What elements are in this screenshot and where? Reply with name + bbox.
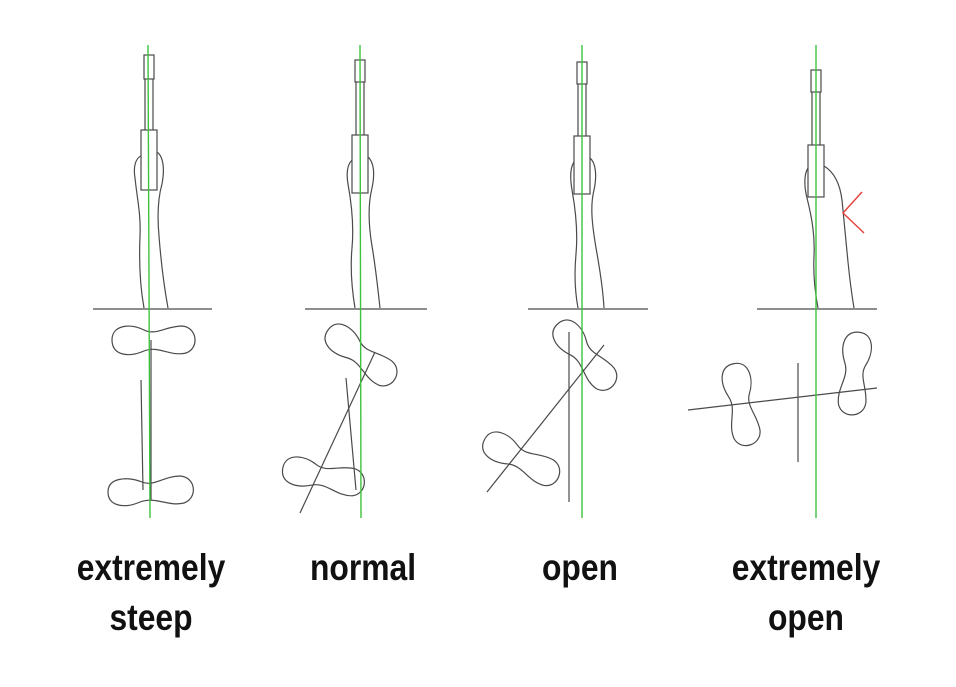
left-foot-outline: [111, 325, 196, 356]
club-and-arm-figure: [346, 59, 381, 309]
label-line-1: extremely: [76, 547, 226, 588]
club-shaft: [355, 82, 365, 135]
stance-line: [687, 387, 878, 411]
club-and-arm-figure: [570, 61, 605, 309]
swing-path-line: [140, 379, 144, 491]
stance-line: [299, 351, 376, 514]
back-foot-outline: [482, 431, 561, 487]
panel-extremely-open: [687, 45, 878, 518]
panel-open: [482, 45, 648, 518]
target-line-green: [359, 44, 362, 519]
swing-path-line: [345, 377, 357, 491]
label-line-1: open: [541, 547, 619, 588]
club-and-arm-figure: [804, 69, 855, 309]
club-and-arm-figure: [133, 54, 169, 309]
label-line-1: extremely: [731, 547, 881, 588]
stance-line: [486, 344, 605, 493]
label-extremely-steep: extremely steep: [56, 543, 245, 643]
front-foot-outline: [324, 323, 398, 387]
label-line-2: steep: [109, 597, 193, 638]
front-foot-outline: [552, 319, 618, 391]
club-grip-end: [143, 54, 155, 80]
panel-extremely-steep: [93, 44, 212, 519]
back-foot-outline: [281, 456, 365, 497]
arm-outline: [570, 157, 605, 309]
club-shaft: [811, 92, 821, 145]
arm-outline: [804, 165, 855, 309]
label-line-1: normal: [309, 547, 417, 588]
arm-outline: [346, 156, 381, 309]
arm-outline: [133, 151, 169, 309]
club-shaft: [577, 84, 587, 136]
label-line-2: open: [767, 597, 845, 638]
label-extremely-open: extremely open: [711, 543, 900, 643]
label-open: open: [485, 543, 674, 593]
club-shaft: [144, 79, 154, 130]
right-foot-outline: [107, 475, 194, 507]
panel-normal: [281, 44, 427, 519]
angle-marker-red: [842, 191, 865, 234]
right-foot-outline: [837, 331, 872, 416]
left-foot-outline: [721, 362, 761, 447]
label-normal: normal: [268, 543, 457, 593]
target-line-green: [147, 44, 151, 519]
